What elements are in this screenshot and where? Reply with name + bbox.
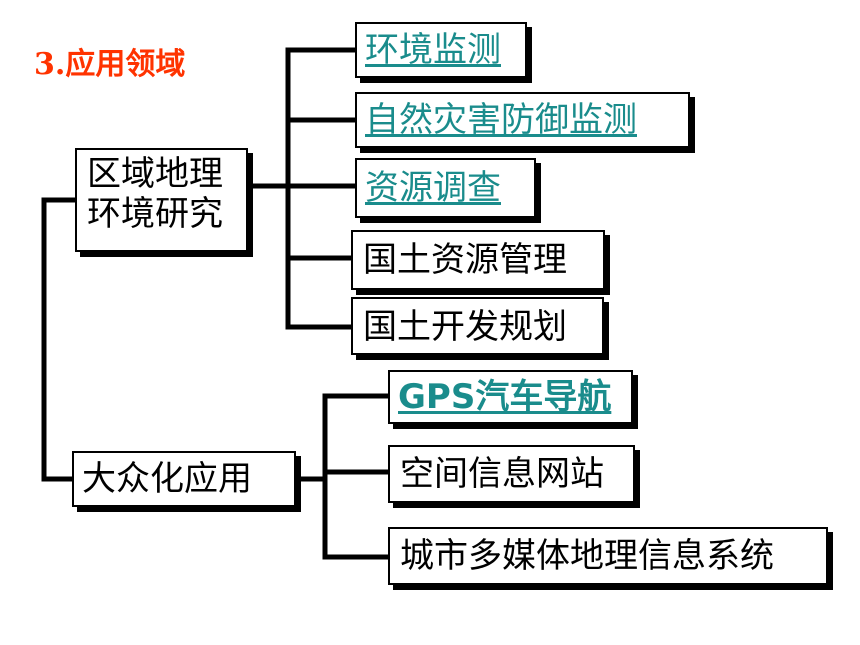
node-spatial-info-website: 空间信息网站: [388, 445, 635, 503]
root-connector: [41, 197, 78, 482]
node-gps-navigation[interactable]: GPS汽车导航: [388, 370, 633, 424]
node-regional-line1: 区域地理: [87, 154, 223, 194]
node-land-development-planning: 国土开发规划: [351, 297, 604, 355]
node-disaster-monitoring[interactable]: 自然灾害防御监测: [355, 92, 690, 148]
node-regional-geography: 区域地理 环境研究: [75, 148, 248, 252]
slide-title: 3.应用领域: [34, 47, 186, 82]
node-environment-monitoring[interactable]: 环境监测: [355, 22, 527, 78]
node-urban-multimedia-gis: 城市多媒体地理信息系统: [388, 527, 828, 585]
node-resource-survey[interactable]: 资源调查: [355, 158, 536, 218]
node-regional-line2: 环境研究: [87, 194, 223, 234]
node-land-resource-management: 国土资源管理: [351, 230, 605, 290]
node-public-applications: 大众化应用: [72, 451, 296, 507]
